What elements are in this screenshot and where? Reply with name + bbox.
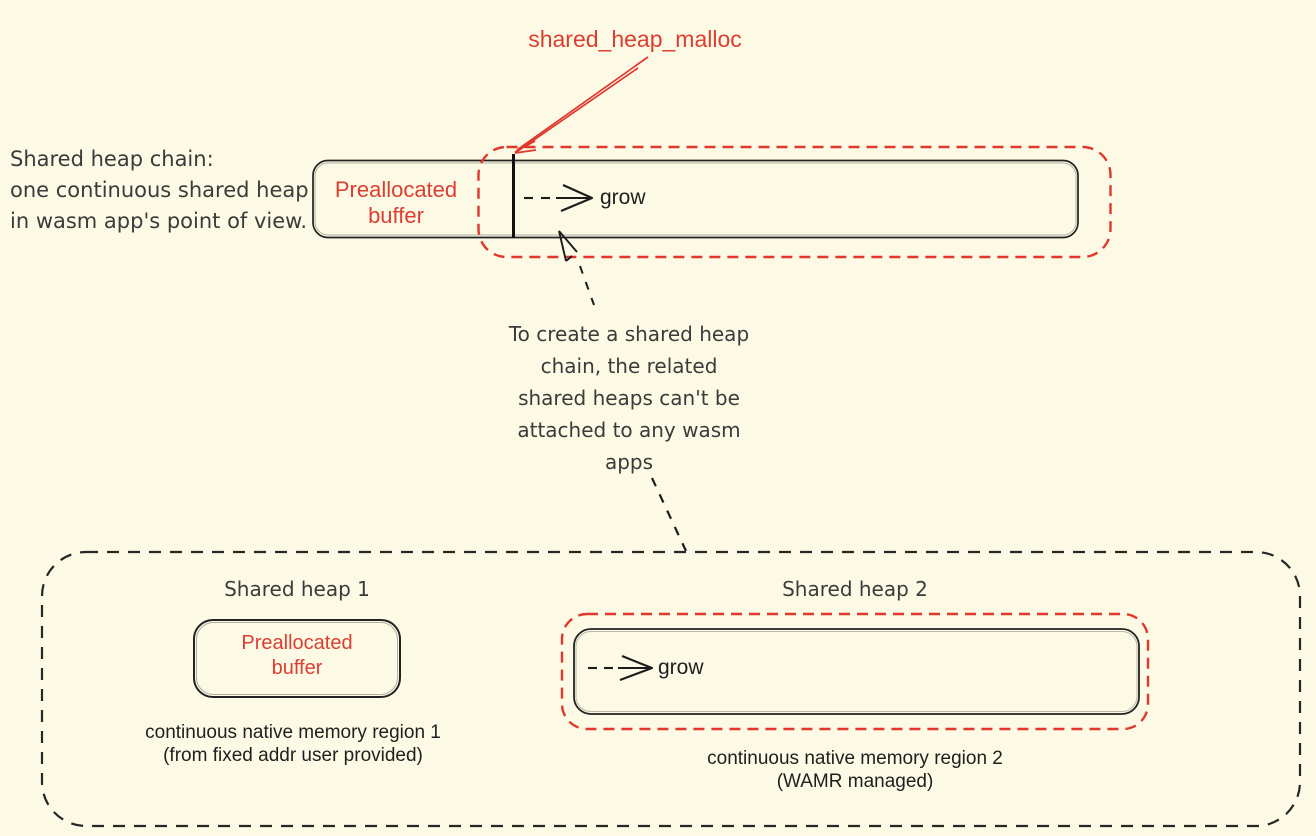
grow-label-heap2: grow	[658, 656, 704, 679]
preallocated-buffer-box	[193, 619, 401, 698]
creation-note-line: shared heaps can't be	[518, 386, 740, 410]
shared-heap1-title: Shared heap 1	[224, 577, 370, 601]
shared-heap-chain-red-outline	[477, 145, 1112, 259]
heap-chain-bar	[312, 159, 1079, 239]
grow-arrow2-icon	[588, 655, 654, 681]
chain-note: Shared heap chain: one continuous shared…	[10, 144, 309, 237]
heap1-caption-line: (from fixed addr user provided)	[163, 745, 423, 766]
malloc-pointer-arrow-icon	[514, 56, 649, 154]
chain-note-line: Shared heap chain:	[10, 147, 214, 171]
shared-heap2-bar-sketch-line	[575, 631, 1138, 712]
grow-arrow-icon	[524, 184, 594, 212]
heap1-caption: continuous native memory region 1 (from …	[93, 721, 493, 767]
preallocated-buffer-box-label: Preallocated buffer	[241, 632, 353, 679]
malloc-callout-label: shared_heap_malloc	[528, 26, 742, 52]
attach-dashed-connector-upper	[579, 265, 595, 306]
creation-note: To create a shared heap chain, the relat…	[489, 318, 769, 478]
chain-note-line: in wasm app's point of view.	[10, 209, 308, 233]
preallocated-buffer-label: Preallocated buffer	[334, 177, 458, 228]
heap1-caption-line: continuous native memory region 1	[145, 722, 441, 743]
shared-heap2-title: Shared heap 2	[782, 577, 928, 601]
heap-chain-bar-sketch-line	[314, 162, 1077, 236]
shared-heap2-red-outline	[560, 612, 1150, 731]
preallocated-buffer-box-sketch-line	[196, 622, 398, 695]
creation-note-line: To create a shared heap	[508, 322, 750, 346]
creation-note-line: attached to any wasm	[517, 418, 741, 442]
chain-note-line: one continuous shared heap	[10, 178, 309, 202]
creation-note-line: apps	[604, 450, 654, 474]
creation-note-line: chain, the related	[540, 354, 718, 378]
heap2-caption-line: continuous native memory region 2	[707, 748, 1003, 769]
heap2-caption: continuous native memory region 2 (WAMR …	[655, 747, 1055, 793]
heap2-caption-line: (WAMR managed)	[776, 771, 934, 792]
attach-pointer-arrow-icon	[558, 230, 578, 262]
attach-dashed-connector-lower	[651, 477, 687, 552]
native-memory-group-outline	[40, 550, 1302, 828]
grow-label: grow	[600, 186, 646, 209]
shared-heap2-bar	[573, 628, 1140, 715]
